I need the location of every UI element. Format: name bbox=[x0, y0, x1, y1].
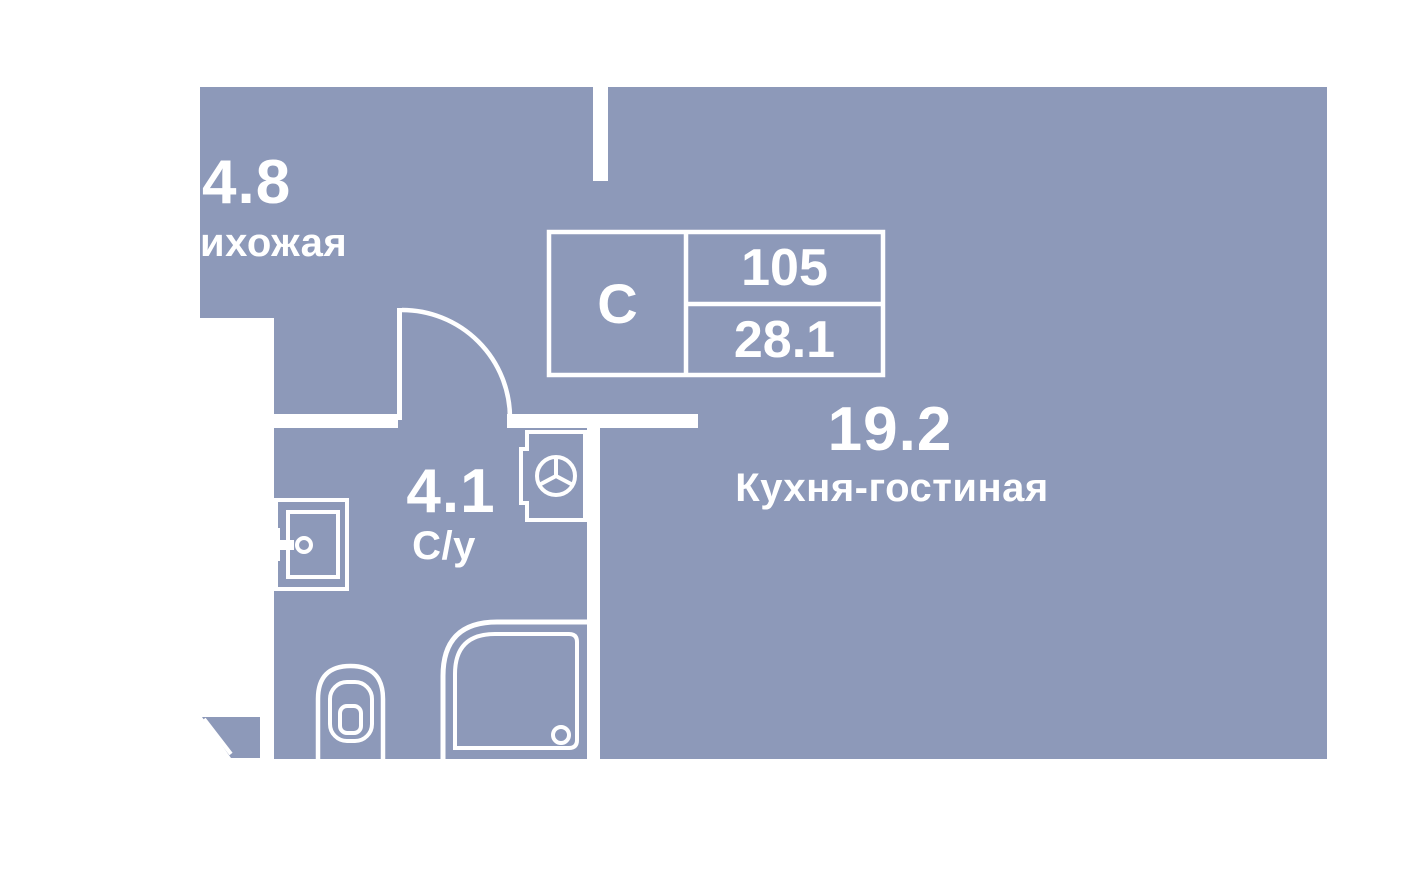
unit-number-value: 105 bbox=[741, 239, 828, 297]
bathroom-name-label: С/у bbox=[412, 524, 476, 568]
hallway-area-label: 4.8 bbox=[202, 148, 292, 217]
kitchen-living-area-label: 19.2 bbox=[827, 395, 953, 464]
corner-fragment bbox=[202, 717, 260, 758]
door-swing-icon bbox=[397, 307, 513, 420]
wall-bathroom-right bbox=[507, 414, 698, 428]
unit-total-area-value: 28.1 bbox=[733, 310, 836, 369]
wall-bathroom-kitchen bbox=[587, 414, 600, 759]
apartment-outline bbox=[200, 87, 1327, 759]
unit-info-box bbox=[546, 229, 886, 378]
kitchen-living-name-label: Кухня-гостиная bbox=[735, 466, 1049, 510]
washbasin-icon bbox=[519, 430, 587, 522]
bathroom-area-label: 4.1 bbox=[406, 457, 496, 526]
wall-bathroom-left bbox=[274, 414, 398, 428]
wall-top-partition bbox=[593, 87, 608, 181]
toilet-icon bbox=[315, 663, 386, 759]
shower-tray-icon bbox=[440, 619, 587, 759]
unit-type-value: С bbox=[597, 272, 638, 335]
sink-icon bbox=[272, 498, 349, 591]
hallway-name-label: ихожая bbox=[200, 221, 348, 265]
